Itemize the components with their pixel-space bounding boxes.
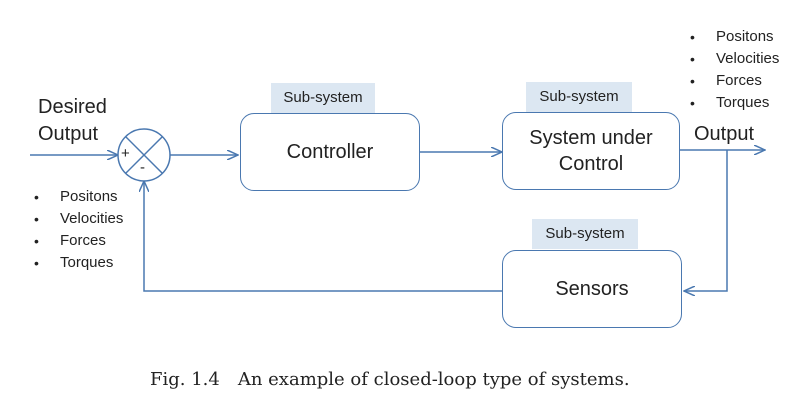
list-item: Positons — [32, 186, 123, 208]
list-item: Torques — [32, 252, 123, 274]
figure-caption-text: An example of closed-loop type of system… — [237, 369, 630, 390]
list-item: Forces — [32, 230, 123, 252]
sensors-subsystem-tag: Sub-system — [532, 219, 638, 249]
sensors-block: Sensors — [502, 250, 682, 328]
feedback-return-arrow — [144, 181, 502, 292]
plant-subsystem-tag: Sub-system — [526, 82, 632, 112]
feedback-branch-arrow — [684, 150, 728, 291]
sensors-label: Sensors — [555, 278, 629, 300]
list-item: Velocities — [32, 208, 123, 230]
feedback-quantities-list: Positons Velocities Forces Torques — [32, 186, 123, 274]
controller-subsystem-tag: Sub-system — [271, 83, 375, 113]
figure-number: Fig. 1.4 — [150, 369, 220, 390]
input-label-line2: Output — [38, 123, 99, 145]
minus-sign: - — [140, 159, 145, 176]
figure-caption: Fig. 1.4 An example of closed-loop type o… — [150, 369, 630, 390]
input-label-line1: Desired — [38, 96, 107, 118]
list-item: Forces — [688, 70, 779, 92]
list-item: Torques — [688, 92, 779, 114]
summing-junction-symbol — [117, 128, 171, 182]
plant-label-line1: System under — [529, 127, 653, 149]
plus-sign: + — [121, 145, 130, 162]
plant-label-line2: Control — [558, 153, 624, 175]
list-item: Positons — [688, 26, 779, 48]
output-label: Output — [694, 123, 755, 145]
system-under-control-block: System under Control — [502, 112, 680, 190]
controller-label: Controller — [286, 141, 374, 163]
controller-block: Controller — [240, 113, 420, 191]
output-quantities-list: Positons Velocities Forces Torques — [688, 26, 779, 114]
list-item: Velocities — [688, 48, 779, 70]
